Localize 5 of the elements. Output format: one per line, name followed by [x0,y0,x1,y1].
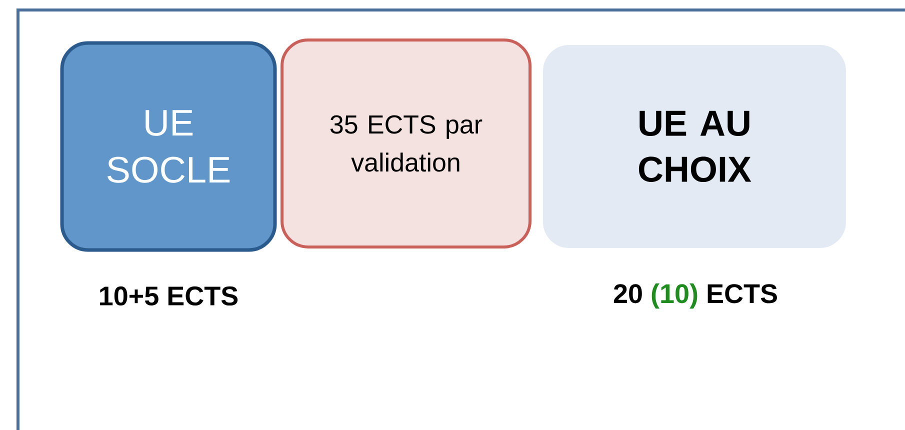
credit-label: 20 (10) ECTS [614,283,777,309]
module-box: UE AU CHOIX [543,45,846,248]
credit-label: 10+5 ECTS [100,286,238,306]
info-box: 35 ECTS par validation [280,38,532,248]
module-box: UE SOCLE [60,41,277,252]
